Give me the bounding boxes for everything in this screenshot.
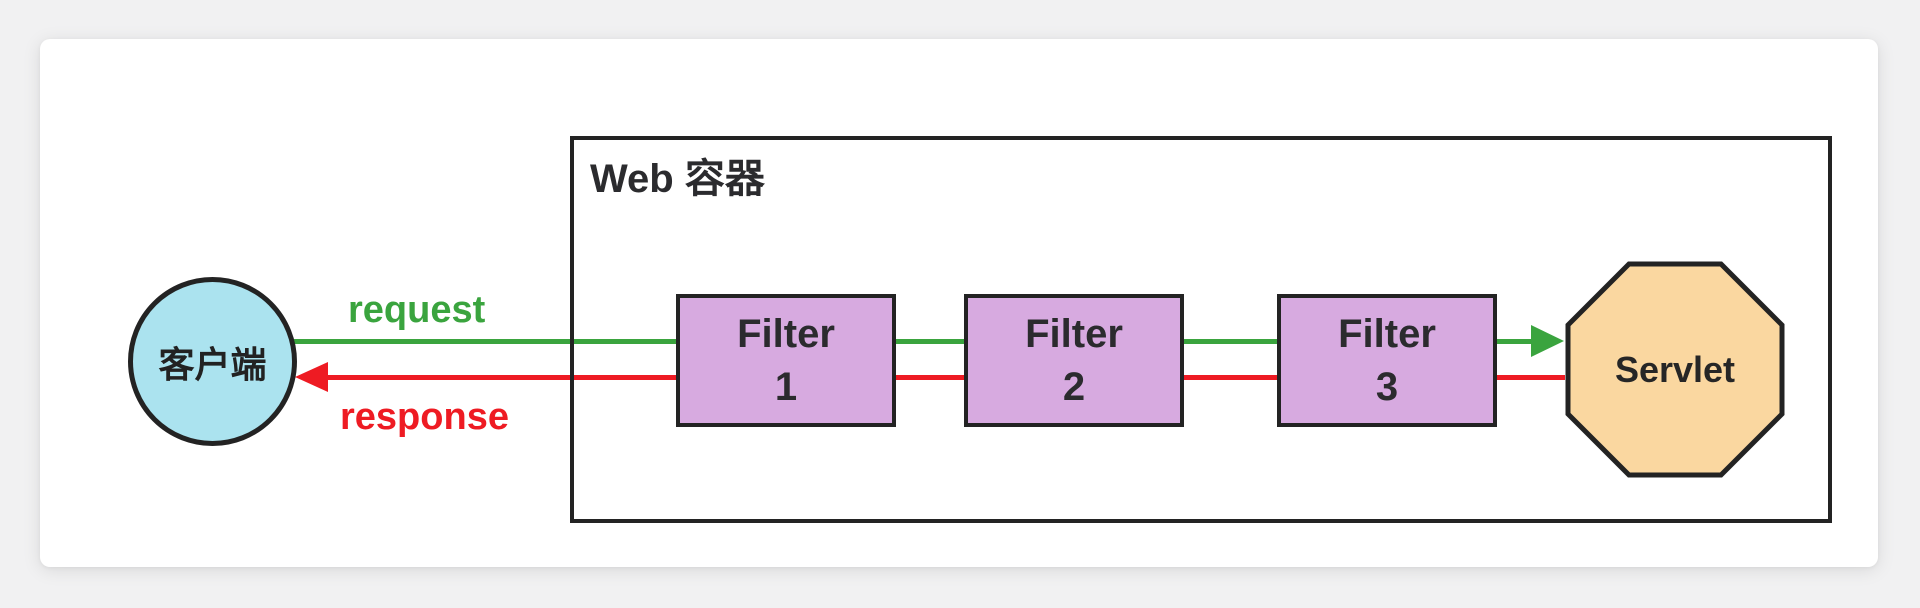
web-container-box: Web 容器 bbox=[570, 136, 1832, 523]
web-container-label: Web 容器 bbox=[590, 157, 765, 201]
response-line bbox=[1497, 375, 1565, 380]
servlet-octagon-shape bbox=[1565, 261, 1785, 478]
servlet-node: Servlet bbox=[1565, 261, 1785, 478]
filter-name: Filter bbox=[737, 311, 835, 356]
client-node: 客户端 bbox=[128, 277, 297, 446]
request-line bbox=[294, 339, 676, 344]
request-label: request bbox=[348, 289, 486, 331]
filter-box-2: Filter 2 bbox=[964, 294, 1184, 427]
response-label: response bbox=[340, 396, 509, 438]
request-line bbox=[1184, 339, 1277, 344]
filter-number: 2 bbox=[1062, 364, 1086, 409]
response-line bbox=[896, 375, 964, 380]
filter-name: Filter bbox=[1338, 311, 1436, 356]
filter-name: Filter bbox=[1025, 311, 1123, 356]
request-line bbox=[1497, 339, 1533, 344]
filter-number: 1 bbox=[774, 364, 798, 409]
canvas-card: Web 容器 客户端 Filter 1 Filter 2 Filter 3 Se… bbox=[40, 39, 1878, 567]
response-line bbox=[1184, 375, 1277, 380]
client-label: 客户端 bbox=[158, 343, 267, 385]
response-line bbox=[327, 375, 676, 380]
request-arrowhead-icon bbox=[1531, 325, 1564, 357]
request-line bbox=[896, 339, 964, 344]
filter-box-1: Filter 1 bbox=[676, 294, 896, 427]
servlet-label: Servlet bbox=[1614, 348, 1736, 390]
response-arrowhead-icon bbox=[295, 362, 328, 392]
filter-box-3: Filter 3 bbox=[1277, 294, 1497, 427]
filter-number: 3 bbox=[1375, 364, 1399, 409]
